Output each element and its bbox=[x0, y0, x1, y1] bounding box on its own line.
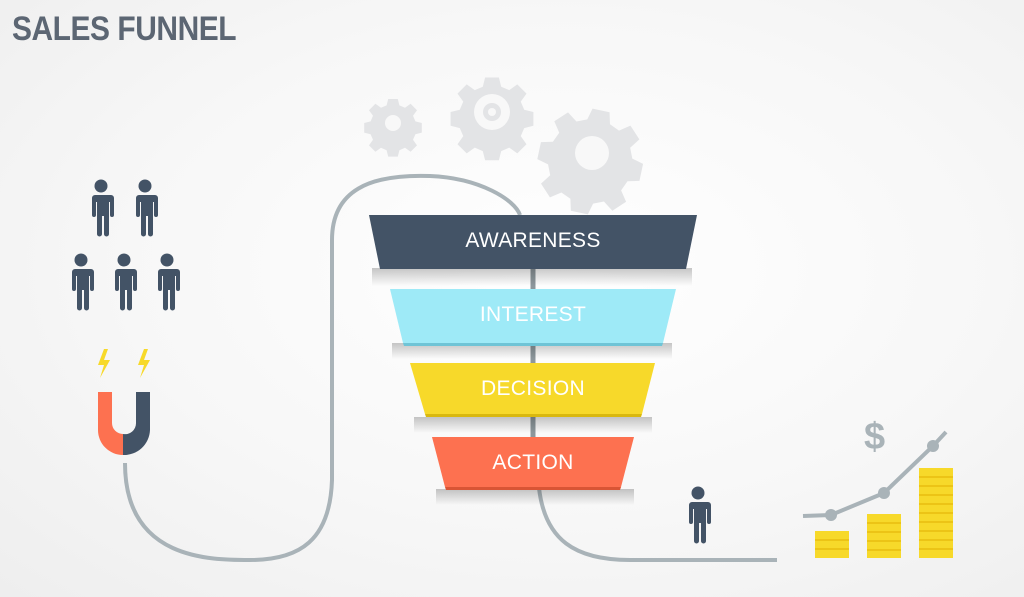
funnel-label-interest: INTEREST bbox=[479, 303, 587, 326]
dollar-icon: $ bbox=[864, 416, 886, 458]
funnel-stage-awareness bbox=[369, 215, 697, 269]
journey-path bbox=[123, 173, 522, 563]
page-title: SALES FUNNEL bbox=[12, 10, 237, 48]
funnel-stage-interest bbox=[390, 289, 676, 343]
magnet-icon bbox=[98, 392, 150, 456]
funnel-label-action: ACTION bbox=[492, 451, 574, 474]
funnel-stage-decision bbox=[410, 363, 655, 414]
funnel-label-awareness: AWARENESS bbox=[465, 229, 601, 252]
funnel-label-decision: DECISION bbox=[481, 377, 585, 400]
lightning-icon bbox=[98, 349, 150, 378]
people-group-icon bbox=[71, 179, 180, 311]
funnel-stage-action bbox=[432, 437, 634, 487]
growth-chart-icon bbox=[802, 430, 953, 558]
funnel bbox=[369, 215, 697, 505]
gears-icon bbox=[364, 77, 653, 224]
person-icon bbox=[688, 486, 711, 544]
